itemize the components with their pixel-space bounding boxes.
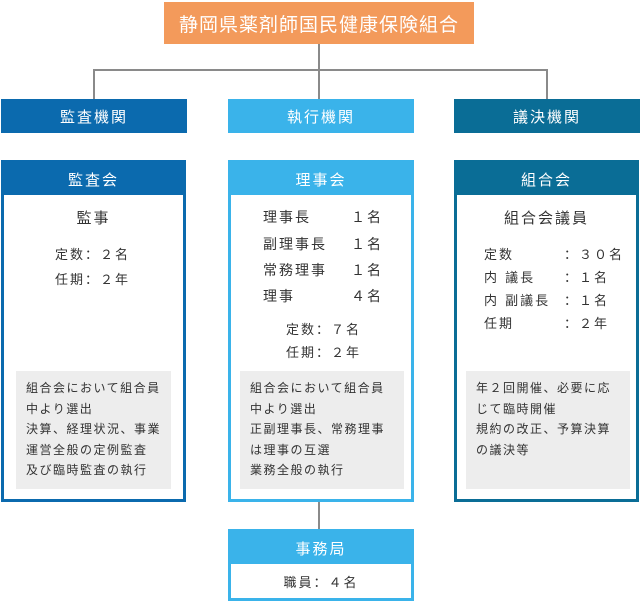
secretariat-card: 事務局 職員：４名 — [228, 529, 414, 601]
member-role: 常務理事 — [263, 263, 327, 279]
legislative-detail-row: 定数 ：３０名 — [484, 244, 624, 263]
executive-note-line: は理事の互選 — [250, 442, 332, 457]
executive-note-line: 正副理事長、常務理事 — [250, 422, 386, 436]
executive-detail-quota: 定数：７名 — [286, 323, 362, 338]
detail-value: ：２年 — [564, 317, 610, 332]
branch-label-executive: 執行機関 — [228, 99, 414, 133]
branch-label-audit: 監査機関 — [1, 99, 187, 133]
executive-member-row: 副理事長 １名 — [263, 234, 393, 254]
executive-note-line: 組合会において組合員 — [250, 381, 385, 395]
detail-value: ：３０名 — [564, 248, 625, 263]
audit-role: 監事 — [76, 209, 111, 227]
legislative-note-line: 年２回開催、必要に応 — [476, 381, 612, 395]
audit-note-line: 中より選出 — [26, 401, 94, 416]
executive-note-line: 業務全般の執行 — [250, 463, 345, 477]
secretariat-title: 事務局 — [231, 532, 411, 564]
member-count: １名 — [351, 263, 383, 279]
audit-detail-quota: 定数：２名 — [55, 248, 131, 263]
executive-detail-term: 任期：２年 — [286, 346, 362, 361]
detail-value: ：１名 — [564, 294, 610, 309]
executive-note: 組合会において組合員 中より選出 正副理事長、常務理事 は理事の互選 業務全般の… — [240, 371, 404, 489]
connector-center — [318, 69, 320, 99]
legislative-card-title: 組合会 — [457, 163, 636, 195]
executive-card-title: 理事会 — [231, 163, 411, 195]
connector-right — [546, 69, 548, 99]
secretariat-detail: 職員：４名 — [283, 576, 359, 591]
audit-note-line: 運営全般の定例監査 — [26, 442, 148, 457]
executive-member-row: 理事 ４名 — [263, 286, 393, 306]
executive-card: 理事会 理事長 １名 副理事長 １名 常務理事 １名 理事 ４名 定数：７名 任… — [228, 160, 414, 502]
connector-secretariat — [318, 502, 320, 529]
detail-key: 内 議長 — [484, 271, 536, 286]
audit-detail-term: 任期：２年 — [55, 273, 131, 288]
connector-trunk — [318, 44, 320, 70]
connector-horizontal — [93, 69, 548, 71]
member-role: 理事 — [263, 289, 295, 305]
legislative-note-line: 規約の改正、予算決算 — [476, 422, 612, 436]
connector-left — [93, 69, 95, 99]
legislative-note-line: じて臨時開催 — [476, 401, 558, 416]
legislative-note: 年２回開催、必要に応 じて臨時開催 規約の改正、予算決算 の議決等 — [466, 371, 630, 489]
audit-card: 監査会 監事 定数：２名 任期：２年 組合会において組合員 中より選出 決算、経… — [1, 160, 186, 502]
executive-member-row: 理事長 １名 — [263, 207, 393, 227]
legislative-detail-row: 任期 ：２年 — [484, 313, 624, 332]
legislative-detail-row: 内 議長 ：１名 — [484, 267, 624, 286]
member-count: ４名 — [351, 289, 383, 305]
branch-label-legislative: 議決機関 — [454, 99, 640, 133]
audit-note-line: 組合会において組合員 — [26, 381, 161, 395]
detail-key: 任期 — [484, 317, 515, 332]
audit-note-line: 決算、経理状況、事業 — [26, 422, 162, 436]
audit-card-title: 監査会 — [4, 163, 183, 195]
union-title: 静岡県薬剤師国民健康保険組合 — [164, 2, 474, 44]
audit-note: 組合会において組合員 中より選出 決算、経理状況、事業 運営全般の定例監査 及び… — [16, 371, 171, 489]
legislative-card: 組合会 組合会議員 定数 ：３０名 内 議長 ：１名 内 副議長 ：１名 任期 … — [454, 160, 639, 502]
legislative-detail-row: 内 副議長 ：１名 — [484, 290, 624, 309]
executive-member-row: 常務理事 １名 — [263, 260, 393, 280]
member-role: 副理事長 — [263, 237, 327, 253]
audit-note-line: 及び臨時監査の執行 — [26, 463, 148, 477]
member-role: 理事長 — [263, 210, 311, 226]
legislative-role: 組合会議員 — [503, 209, 589, 227]
detail-key: 内 副議長 — [484, 294, 551, 309]
legislative-note-line: の議決等 — [476, 442, 531, 457]
detail-value: ：１名 — [564, 271, 610, 286]
member-count: １名 — [351, 237, 383, 253]
detail-key: 定数 — [484, 248, 515, 263]
member-count: １名 — [351, 210, 383, 226]
executive-note-line: 中より選出 — [250, 401, 318, 416]
